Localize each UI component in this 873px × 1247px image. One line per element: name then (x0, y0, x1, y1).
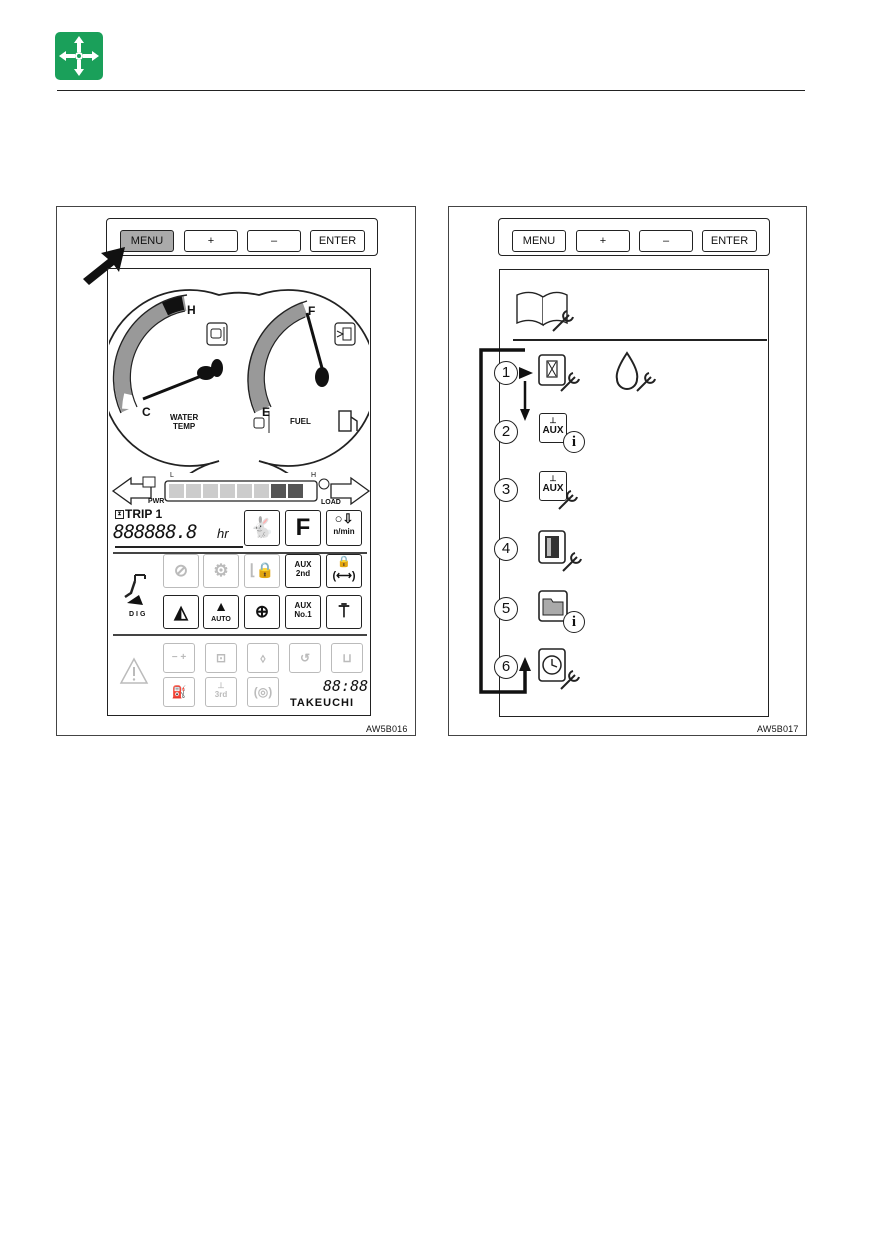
plus-button-right[interactable]: + (576, 230, 630, 252)
bucket-lock-icon: ⌊🔒 (244, 554, 280, 588)
oil-pressure-icon: ⬨ (247, 643, 279, 673)
figure-caption-right: AW5B017 (757, 724, 799, 734)
water-temp-label-1: WATER (170, 413, 198, 422)
trip-unit: hr (217, 526, 229, 541)
fuel-label: FUEL (290, 417, 311, 426)
trip-label: TRIP 1 (125, 507, 162, 521)
f-key-icon: F (285, 510, 321, 546)
fuel-f-label: F (308, 304, 315, 318)
hourmeter-wrench-icon[interactable] (537, 353, 585, 393)
step-number-2: 2 (494, 420, 518, 444)
info-icon-2: i (563, 611, 585, 633)
minus-button-right[interactable]: – (639, 230, 693, 252)
rpm-icon: ○⇩ n/min (326, 510, 362, 546)
brake-icon: (◎) (247, 677, 279, 707)
step-number-6: 6 (494, 655, 518, 679)
step-number-1: 1 (494, 361, 518, 385)
excavator-arm-icon (121, 571, 157, 611)
aux-wrench-icon[interactable]: ⊥ AUX (537, 469, 585, 513)
engine-icon: ⚙ (203, 554, 239, 588)
air-filter-icon: ↺ (289, 643, 321, 673)
figure-caption-left: AW5B016 (366, 724, 408, 734)
water-temp-label-2: TEMP (173, 422, 195, 431)
clock-display: 88:88 (323, 677, 368, 695)
oil-drop-wrench-icon[interactable] (611, 351, 663, 393)
warning-icon (119, 657, 149, 685)
aux-no1-icon: AUX No.1 (285, 595, 321, 629)
load-label: LOAD (321, 499, 341, 506)
hourglass-icon: ⧗ (115, 510, 124, 519)
water-h-label: H (187, 303, 196, 317)
plus-button[interactable]: + (184, 230, 238, 252)
aux-2nd-icon: AUX 2nd (285, 554, 321, 588)
header-rule (57, 90, 805, 91)
gauges-cluster (109, 283, 369, 473)
power-h-label: H (311, 472, 316, 479)
display-wrench-icon[interactable] (537, 529, 585, 573)
step-number-3: 3 (494, 478, 518, 502)
dig-label: DIG (129, 611, 147, 618)
step-number-4: 4 (494, 537, 518, 561)
enter-button[interactable]: ENTER (310, 230, 365, 252)
rpm-unit-label: n/min (327, 527, 361, 536)
blade-icon: ◭ (163, 595, 199, 629)
rabbit-icon: 🐇 (244, 510, 280, 546)
water-c-label: C (142, 405, 151, 419)
battery-icon: − + (163, 643, 195, 673)
row-divider-2 (113, 634, 367, 636)
aux-info-icon[interactable]: ⊥ AUX i (537, 411, 585, 455)
coolant-level-icon: ⊡ (205, 643, 237, 673)
info-icon: i (563, 431, 585, 453)
enter-button-right[interactable]: ENTER (702, 230, 757, 252)
fuel-filter-icon: ⛽ (163, 677, 195, 707)
flow-bracket (475, 347, 535, 697)
hook-icon: ⊕ (244, 595, 280, 629)
lock-icon: 🔒(⟷) (326, 554, 362, 588)
trip-value: 888888.8 (113, 521, 197, 543)
menu-button-right[interactable]: MENU (512, 230, 566, 252)
step-number-5: 5 (494, 597, 518, 621)
pwr-label: PWR (148, 498, 164, 505)
power-l-label: L (170, 472, 174, 479)
aux-3rd-icon: ⊥ 3rd (205, 677, 237, 707)
header-divider (513, 339, 767, 341)
brand-logo: TAKEUCHI (290, 697, 354, 709)
clock-wrench-icon[interactable] (537, 647, 585, 691)
folder-info-icon[interactable]: i (537, 589, 585, 633)
boom-icon: ⍑ (326, 595, 362, 629)
auto-idle-icon: ▲ AUTO (203, 595, 239, 629)
fuel-e-label: E (262, 405, 270, 419)
minus-button[interactable]: – (247, 230, 301, 252)
navigation-arrows-icon (55, 32, 103, 80)
trip-underline (115, 546, 243, 548)
hydraulic-icon: ⊔ (331, 643, 363, 673)
right-figure: MENU + – ENTER 1 2 3 4 5 6 ⊥ AUX i (448, 206, 807, 736)
manual-wrench-icon (513, 285, 579, 335)
no-exhaust-icon: ⊘ (163, 554, 199, 588)
left-figure: MENU + – ENTER H C (56, 206, 416, 736)
